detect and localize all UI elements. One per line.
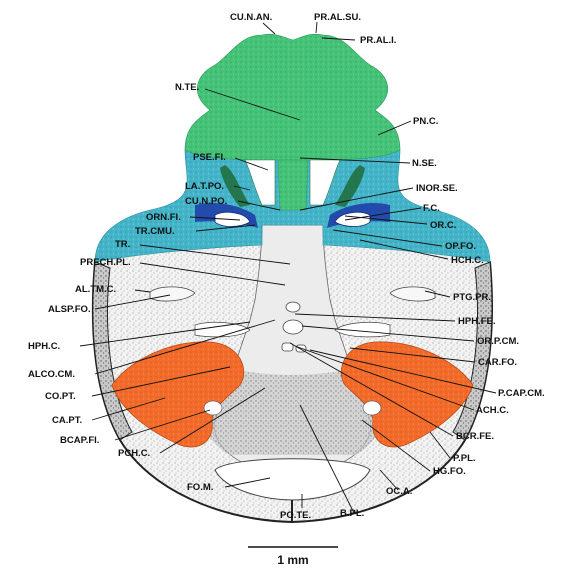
hypophyseal-fenestra [286, 302, 300, 312]
label-pch-c: PCH.C. [118, 448, 150, 459]
orbital-pila-fenestra [283, 320, 303, 334]
label-op-fo: OP.FO. [445, 241, 476, 252]
label-al-tm-c: AL.TM.C. [75, 284, 116, 295]
label-hg-fo: HG.FO. [433, 466, 466, 477]
label-alco-cm: ALCO.CM. [28, 369, 75, 380]
fenestra-right [363, 401, 381, 415]
label-bcr-fe: BCR.FE. [456, 431, 494, 442]
label-f-c: F.C. [423, 203, 440, 214]
label-inor-se: INOR.SE. [416, 183, 458, 194]
label-co-pt: CO.PT. [45, 391, 76, 402]
label-cu-n-po: CU.N.PO. [185, 196, 227, 207]
label-pr-al-su: PR.AL.SU. [314, 12, 361, 23]
label-n-te: N.TE. [175, 82, 199, 93]
label-prech-pl: PRECH.PL. [80, 257, 131, 268]
scale-bar-label: 1 mm [277, 553, 308, 567]
label-p-pl: P.PL. [453, 453, 476, 464]
label-hch-c: HCH.C. [451, 255, 484, 266]
label-pse-fi: PSE.FI. [193, 152, 226, 163]
label-n-se: N.SE. [412, 158, 437, 169]
label-or-p-cm: OR.P.CM. [477, 336, 519, 347]
label-bcap-fi: BCAP.FI. [60, 435, 99, 446]
scale-bar: 1 mm [248, 547, 338, 567]
label-orn-fi: ORN.FI. [146, 212, 181, 223]
label-ca-pt: CA.PT. [52, 415, 82, 426]
nasal-capsule [185, 34, 400, 160]
label-cu-n-an: CU.N.AN. [230, 12, 272, 23]
label-po-te: PO.TE. [280, 510, 311, 521]
fenestra-left [204, 401, 222, 415]
label-tr: TR. [115, 239, 130, 250]
label-pn-c: PN.C. [413, 116, 438, 127]
label-car-fo: CAR.FO. [478, 357, 517, 368]
label-pr-al-i: PR.AL.I. [360, 35, 396, 46]
label-or-c: OR.C. [430, 220, 456, 231]
label-ach-c: ACH.C. [476, 405, 509, 416]
nasal-septum-lower [278, 160, 308, 210]
label-la-t-po: LA.T.PO. [185, 181, 224, 192]
label-b-pl: B.PL. [340, 508, 364, 519]
label-hph-c: HPH.C. [28, 341, 60, 352]
label-alsp-fo: ALSP.FO. [48, 304, 91, 315]
label-ptg-pr: PTG.PR. [453, 292, 491, 303]
label-hph-fe: HPH.FE. [458, 316, 495, 327]
label-fo-m: FO.M. [187, 482, 213, 493]
label-p-cap-cm: P.CAP.CM. [498, 388, 545, 399]
label-oc-a: OC.A. [386, 486, 412, 497]
label-tr-cmu: TR.CMU. [135, 226, 175, 237]
